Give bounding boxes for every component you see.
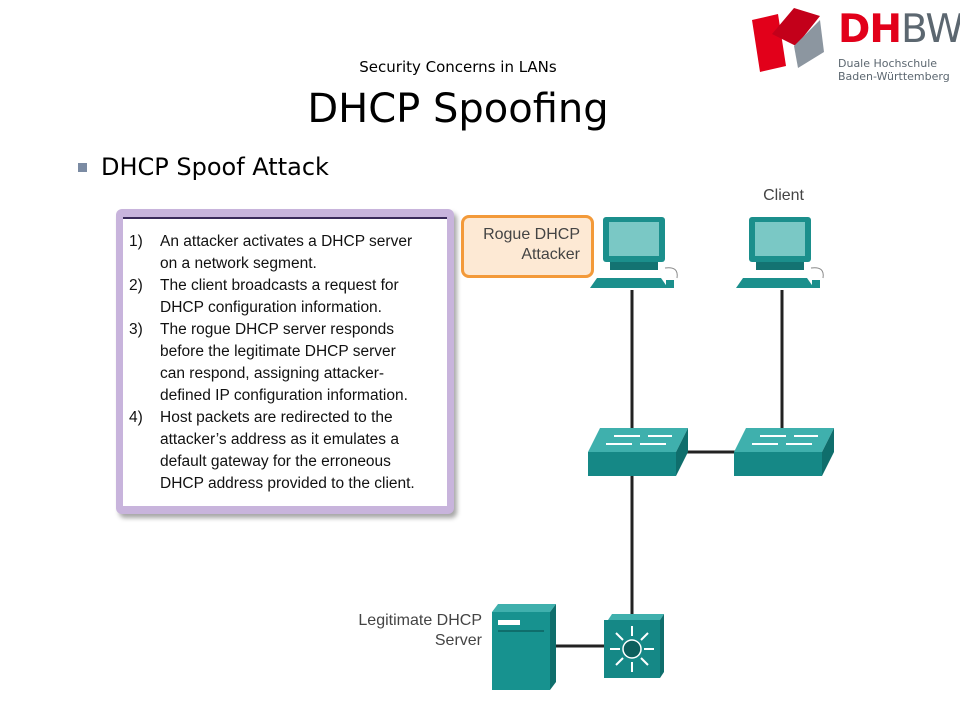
bullet-item: DHCP Spoof Attack — [78, 153, 329, 181]
step-4: 4) Host packets are redirected to the att… — [129, 407, 415, 495]
step-number: 3) — [129, 321, 143, 338]
logo-wordmark: DHBW — [838, 10, 960, 49]
bullet-square-icon — [78, 162, 87, 172]
bullet-text: DHCP Spoof Attack — [101, 153, 329, 181]
logo-word-red: DH — [838, 7, 902, 52]
step-line: An attacker activates a DHCP server — [160, 233, 413, 250]
server-label-line1: Legitimate DHCP — [358, 612, 482, 629]
dhbw-logo — [752, 8, 824, 72]
logo-sub-line2: Baden-Württemberg — [838, 70, 950, 83]
step-1: 1) An attacker activates a DHCP server on… — [129, 231, 412, 275]
logo-dark-red-shape — [772, 8, 820, 46]
step-line: default gateway for the erroneous — [160, 453, 391, 470]
rogue-label-line1: Rogue DHCP — [483, 226, 580, 243]
rogue-pc-icon — [590, 217, 678, 288]
dhcp-server-icon — [492, 604, 556, 690]
step-number: 4) — [129, 409, 143, 426]
logo-sub-line1: Duale Hochschule — [838, 57, 938, 70]
steps-panel-content: 1) An attacker activates a DHCP server on… — [123, 217, 447, 506]
step-number: 1) — [129, 233, 143, 250]
left-switch-icon — [588, 428, 688, 476]
slide-subtitle: Security Concerns in LANs — [359, 58, 557, 76]
step-number: 2) — [129, 277, 143, 294]
step-line: can respond, assigning attacker- — [160, 365, 385, 382]
step-line: The client broadcasts a request for — [160, 277, 399, 294]
logo-word-gray: BW — [901, 7, 960, 52]
steps-panel: 1) An attacker activates a DHCP server on… — [116, 209, 454, 514]
step-3: 3) The rogue DHCP server responds before … — [129, 319, 408, 407]
step-line: before the legitimate DHCP server — [160, 343, 396, 360]
step-line: on a network segment. — [160, 255, 317, 272]
step-line: DHCP configuration information. — [160, 299, 382, 316]
rogue-label-line2: Attacker — [521, 246, 580, 263]
router-switch-icon — [604, 614, 664, 678]
legit-server-label: Legitimate DHCP Server — [340, 611, 482, 651]
server-label-line2: Server — [434, 632, 482, 649]
logo-subtitle: Duale Hochschule Baden-Württemberg — [838, 57, 950, 83]
step-line: defined IP configuration information. — [160, 387, 408, 404]
slide-title: DHCP Spoofing — [307, 86, 609, 132]
client-pc-icon — [736, 217, 824, 288]
logo-gray-shape — [794, 20, 824, 68]
step-line: attacker’s address as it emulates a — [160, 431, 399, 448]
rogue-attacker-label: Rogue DHCP Attacker — [466, 225, 580, 265]
right-switch-icon — [734, 428, 834, 476]
step-line: DHCP address provided to the client. — [160, 475, 415, 492]
client-label: Client — [763, 187, 804, 204]
step-line: The rogue DHCP server responds — [160, 321, 395, 338]
step-line: Host packets are redirected to the — [160, 409, 393, 426]
rogue-attacker-label-box — [461, 215, 594, 278]
step-2: 2) The client broadcasts a request for DH… — [129, 275, 399, 319]
network-links — [553, 290, 784, 648]
